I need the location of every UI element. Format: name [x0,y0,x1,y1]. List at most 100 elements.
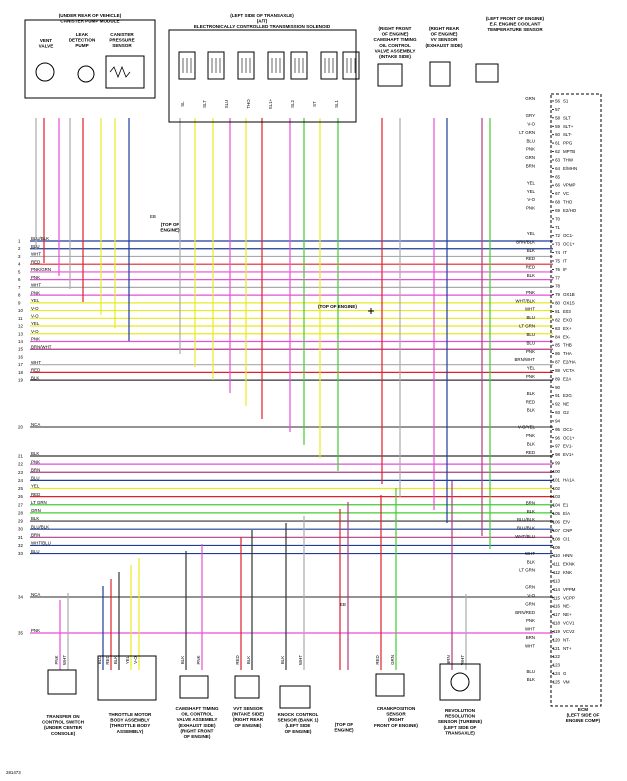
component-caption: VVT SENSOR [233,706,263,711]
wire-color-label: WHT [525,551,535,556]
wire-color-label: BLU [31,476,40,481]
ecm-pin-number: 59 [555,124,560,129]
ground-icon [368,308,374,314]
ecm-pin-name: E2/HO [563,208,577,213]
wire-color-label: BLU [526,315,535,320]
wire-color-label: YEL [31,298,40,303]
components-layer [24,19,602,709]
wire-number: 29 [18,519,23,524]
lead-color-label: BRN [446,655,451,664]
ecm-pin-number: 115 [553,595,561,600]
ecm-pin-name: NE- [563,604,571,609]
ecm-pin-number: 61 [555,141,560,146]
ecm-pin-name: E/A [563,511,570,516]
wire-color-label: PNK [526,206,535,211]
ecm-pin-name: VCV2 [563,629,575,634]
component-caption: SENSOR [386,712,406,717]
ecm-pin-number: 125 [553,679,561,684]
ecm-pin-number: 103 [553,494,561,499]
wire-color-label: BLK [31,375,39,380]
wire-number: 15 [18,347,23,352]
ocv-intake-box [377,63,403,87]
ecm-pin-name: VCPP [563,595,575,600]
component-caption: (TOP OF [335,722,354,727]
wire-number: 16 [18,354,23,359]
component-caption: (EXHAUST SIDE) [178,723,215,728]
ecm-pin-number: 63 [555,157,560,162]
solenoid-coil [290,51,308,80]
ecm-pin-name: EV1- [563,444,573,449]
wire-color-label: WHT/BLK [515,298,535,303]
component-caption: CAMSHAFT TIMING [373,37,417,42]
wire-color-label: V-O [31,306,39,311]
ocv-exhaust-box [179,675,209,699]
component-caption: OIL CONTROL [181,712,213,717]
ecm-box [550,93,602,707]
wire-color-label: PNK [31,337,40,342]
wire-color-label: V-O [31,329,39,334]
wire-color-label: BLU/BLK [31,524,49,529]
wire-number: 6 [18,277,21,282]
coil-windings [346,58,356,73]
ecm-pin-number: 89 [555,376,560,381]
component-caption: (EXHAUST SIDE) [425,43,462,48]
component-caption: SENSOR (BANK 1) [278,718,319,723]
ecm-pin-name: IF [563,267,567,272]
ecm-pin-name: G [563,671,567,676]
wire-color-label: WHT/BLU [31,541,51,546]
wire-color-label: PNK/GRN [31,267,51,272]
ecm-caption: ECM [578,707,588,712]
wire-color-label: LT GRN [519,324,535,329]
component-caption: CAMSHAFT TIMING [175,706,219,711]
wire-number: 17 [18,362,23,367]
wire-color-label: BRN [31,533,40,538]
ecm-pin-name: OC1- [563,233,574,238]
wire-color-label: BLK [527,677,535,682]
component-caption: BODY ASSEMBLY [110,718,149,723]
wire-color-label: YEL [31,484,40,489]
ecm-pin-number: 58 [555,115,560,120]
wire-color-label: PNK [526,618,535,623]
ecm-pin-number: 99 [555,461,560,466]
ground-caption: (TOP OF ENGINE) [318,304,357,309]
wire-number: 26 [18,494,23,499]
component-caption: (LEFT SIDE OF TRANSAXLE) [230,13,294,18]
ecm-pin-number: 87 [555,360,560,365]
ecm-pin-name: VCV1 [563,621,575,626]
component-caption: (LEFT SIDE [285,723,310,728]
ecm-pin-number: 112 [553,570,561,575]
figure-id: 281473 [6,770,21,775]
ecm-pin-number: 109 [553,545,561,550]
crank-sensor-box [375,673,405,697]
ecm-pin-name: EXO [563,317,573,322]
ecm-pin-name: EX- [563,334,571,339]
ecm-pin-number: 72 [555,233,560,238]
lead-color-label: BLK [180,656,185,664]
ecm-pin-name: SLT+ [563,124,574,129]
component-caption: REVOLUTION [445,708,476,713]
component-caption: KNOCK CONTROL [278,712,319,717]
wire-color-label: WHT [31,360,41,365]
component-caption: TRANSAXLE) [445,730,475,735]
solenoid-tag: SL1 [334,100,339,108]
lead-color-label: BLU [97,656,102,665]
component-caption: VALVE ASSEMBLY [375,48,416,53]
ecm-pin-number: 110 [553,553,561,558]
wire-color-label: BLK [527,273,535,278]
ecm-caption: ENGINE COMP) [566,718,601,723]
wire-color-label: BLU [526,669,535,674]
solenoid-tag: SLU [224,100,229,109]
ecm-pin-number: 56 [555,99,560,104]
ecm-pin-name: VM [563,679,570,684]
wire-color-label: BLK [527,248,535,253]
ecm-pin-number: 84 [555,334,560,339]
wire-number: 10 [18,308,23,313]
lead-color-label: RED [105,655,110,664]
ecm-pin-number: 100 [553,469,561,474]
wire-color-label: PNK [31,459,40,464]
component-caption: ENGINE) [334,728,354,733]
wire-number: 3 [18,254,21,259]
wire-color-label: BLU/BLK [517,517,535,522]
ground-code: EB [340,602,346,607]
wire-color-label: GRN [31,508,41,513]
